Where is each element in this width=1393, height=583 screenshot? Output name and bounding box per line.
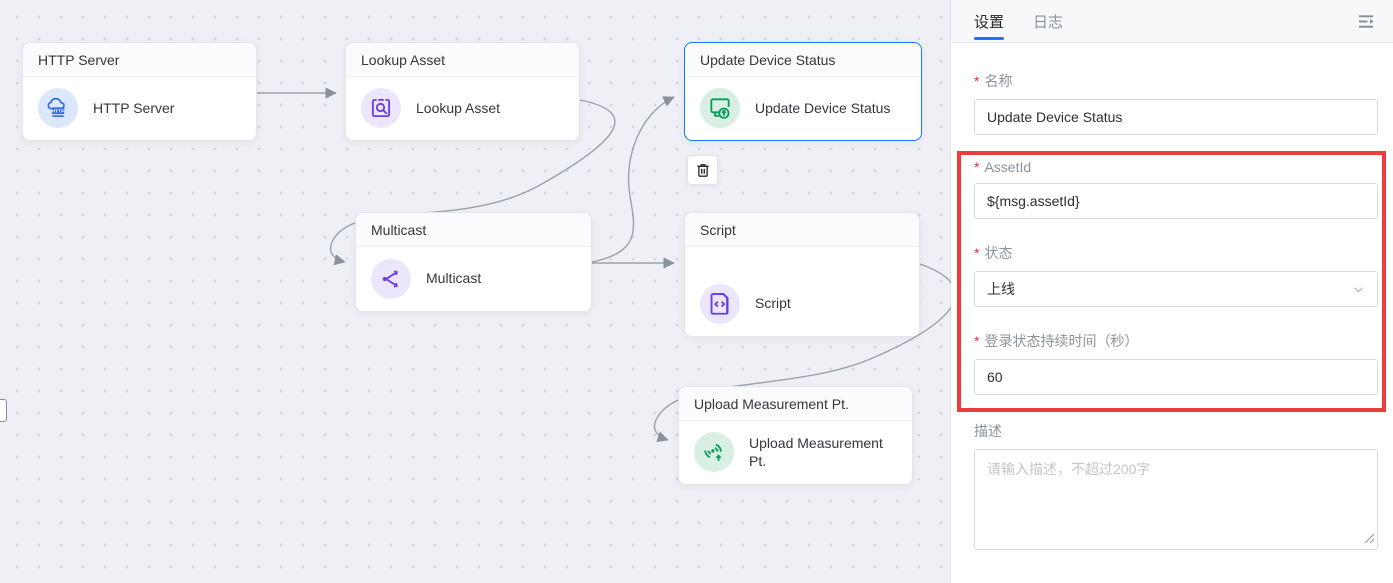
node-multicast[interactable]: Multicast Multicast <box>355 212 592 312</box>
field-label-status: 状态 <box>984 245 1012 261</box>
node-lookup-asset[interactable]: Lookup Asset Lookup Asset <box>345 42 580 141</box>
node-label: Upload Measurement Pt. <box>749 434 902 470</box>
node-label: Lookup Asset <box>416 99 500 117</box>
node-label: HTTP Server <box>93 99 174 117</box>
node-title: Script <box>685 213 919 247</box>
node-label: Multicast <box>426 269 481 287</box>
trash-icon <box>694 161 712 179</box>
node-title: Upload Measurement Pt. <box>679 387 912 421</box>
settings-panel: 设置 日志 * 名称 * AssetId <box>951 0 1393 583</box>
node-label: Update Device Status <box>755 99 890 117</box>
svg-text:HTTP: HTTP <box>52 109 66 115</box>
required-asterisk: * <box>974 333 979 349</box>
signal-upload-icon <box>694 432 734 472</box>
chevron-down-icon <box>1352 283 1365 296</box>
field-description: 描述 <box>974 421 1378 555</box>
node-upload-measurement-pt[interactable]: Upload Measurement Pt. Upload Measuremen… <box>678 386 913 485</box>
share-branch-icon <box>371 259 411 299</box>
name-input[interactable] <box>974 99 1378 135</box>
required-asterisk: * <box>974 159 979 175</box>
field-asset-id: * AssetId <box>974 159 1378 219</box>
flow-canvas[interactable]: HTTP Server HTTP HTTP Server Lookup Asse… <box>0 0 951 583</box>
delete-node-button[interactable] <box>687 155 718 185</box>
node-title: Multicast <box>356 213 591 247</box>
node-label: Script <box>755 294 791 312</box>
node-title: Lookup Asset <box>346 43 579 77</box>
asset-id-input[interactable] <box>974 183 1378 219</box>
field-label-name: 名称 <box>984 73 1012 89</box>
field-status: * 状态 上线 <box>974 243 1378 307</box>
node-title: Update Device Status <box>685 43 921 77</box>
clipped-canvas-element <box>0 399 7 422</box>
field-label-description: 描述 <box>974 423 1002 439</box>
field-label-login-duration: 登录状态持续时间（秒） <box>984 333 1138 349</box>
field-login-duration: * 登录状态持续时间（秒） <box>974 331 1378 395</box>
node-update-device-status[interactable]: Update Device Status Update Device Statu… <box>684 42 922 141</box>
node-http-server[interactable]: HTTP Server HTTP HTTP Server <box>22 42 257 141</box>
description-textarea[interactable] <box>974 449 1378 550</box>
status-select[interactable]: 上线 <box>974 271 1378 307</box>
field-name: * 名称 <box>974 71 1378 135</box>
collapse-panel-icon[interactable] <box>1357 13 1376 30</box>
device-monitor-up-icon <box>700 88 740 128</box>
field-label-asset-id: AssetId <box>984 159 1031 175</box>
login-duration-input[interactable] <box>974 359 1378 395</box>
search-asset-icon <box>361 88 401 128</box>
tab-logs[interactable]: 日志 <box>1033 0 1063 43</box>
tab-settings[interactable]: 设置 <box>974 0 1004 43</box>
code-file-icon <box>700 284 740 324</box>
node-title: HTTP Server <box>23 43 256 77</box>
http-cloud-icon: HTTP <box>38 88 78 128</box>
panel-tabbar: 设置 日志 <box>951 0 1393 43</box>
status-select-value: 上线 <box>987 279 1015 299</box>
required-asterisk: * <box>974 245 979 261</box>
edge-multicast-to-update <box>592 97 674 262</box>
required-asterisk: * <box>974 73 979 89</box>
node-script[interactable]: Script Script <box>684 212 920 337</box>
